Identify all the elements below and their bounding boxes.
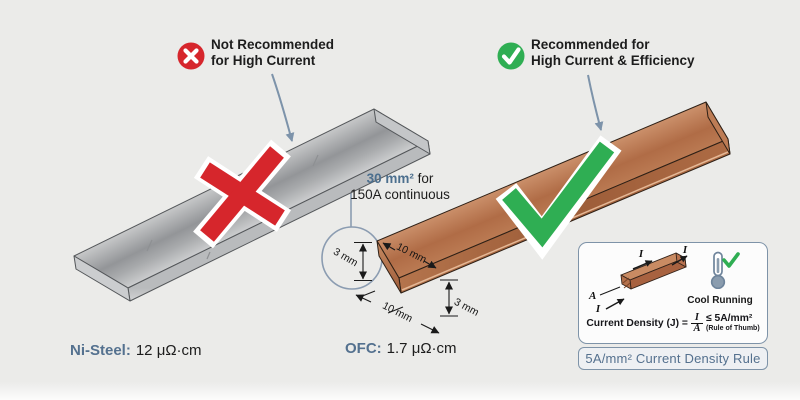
rule-box-footer: 5A/mm² Current Density Rule [578, 347, 768, 370]
area-pointer-line [599, 286, 621, 296]
rule-box-main-panel: I I I A Cool Running Current Density (J)… [578, 242, 768, 344]
current-label: I [595, 303, 601, 315]
steel-scratch-marks [146, 154, 319, 260]
area-value: 30 mm² [366, 171, 414, 186]
formula-fraction: I A [690, 312, 703, 334]
green-check-circle-icon [497, 42, 525, 70]
callout-arrows [271, 73, 604, 142]
left-callout-arrow [271, 73, 295, 142]
copper-right-end-face [705, 101, 731, 155]
steel-left-end-face [73, 255, 131, 302]
callout-line: Not Recommended [211, 37, 335, 52]
callout-line: High Current & Efficiency [531, 52, 695, 68]
material-name: OFC: [345, 340, 382, 357]
area-label: A [588, 290, 596, 302]
right-callout-arrow [587, 74, 604, 131]
mini-busbar-diagram: I I I A [588, 245, 688, 315]
copper-left-end-face [376, 240, 402, 294]
dim-label-right-thickness: 3 mm [452, 296, 481, 319]
bottom-edge-fade [0, 382, 800, 400]
formula-comparison: ≤ 5A/mm² [706, 312, 753, 324]
dim-label-left-thickness: 3 mm [331, 246, 360, 270]
area-rating: 150A continuous [350, 187, 450, 202]
cool-check-icon [722, 252, 740, 268]
area-suffix: for [413, 171, 434, 186]
current-density-formula: Current Density (J) = I A ≤ 5A/mm² (Rule… [581, 312, 765, 334]
mini-cross-section-face [620, 274, 632, 290]
callout-line: Recommended for [531, 37, 650, 52]
rule-title: 5A/mm² Current Density Rule [585, 351, 761, 366]
recommended-callout: Recommended for High Current & Efficienc… [531, 37, 695, 68]
fraction-denominator: A [693, 323, 701, 334]
copper-material-label: OFC:1.7 μΩ·cm [345, 340, 457, 357]
dim-label-bottom-width: 10 mm [380, 300, 414, 325]
red-x-circle-icon [177, 42, 205, 70]
not-recommended-x-mark [193, 139, 292, 249]
thermometer-icon [710, 251, 740, 290]
top-width-dim-line [382, 242, 396, 251]
not-recommended-callout: Not Recommended for High Current [211, 37, 334, 68]
steel-material-label: Ni-Steel:12 μΩ·cm [70, 342, 202, 359]
material-resistivity: 1.7 μΩ·cm [386, 340, 457, 357]
current-label: I [638, 248, 644, 260]
copper-dimension-annotations [354, 242, 458, 334]
current-label: I [682, 245, 688, 256]
current-density-rule-box: I I I A Cool Running Current Density (J)… [578, 242, 768, 370]
callout-line: for High Current [211, 52, 316, 68]
steel-right-end-face [373, 108, 431, 155]
material-name: Ni-Steel: [70, 342, 131, 359]
cool-running-label: Cool Running [687, 295, 753, 306]
current-flow-arrows [599, 255, 688, 310]
formula-note: (Rule of Thumb) [706, 324, 760, 332]
cross-section-area-note: 30 mm² for 150A continuous [332, 171, 468, 203]
formula-prefix: Current Density (J) = [586, 318, 688, 329]
recommended-check-mark [495, 135, 622, 260]
material-resistivity: 12 μΩ·cm [135, 342, 202, 359]
bottom-width-dim-line [355, 294, 372, 303]
cool-running-indicator: Cool Running [676, 251, 764, 306]
fraction-numerator: I [690, 312, 703, 324]
